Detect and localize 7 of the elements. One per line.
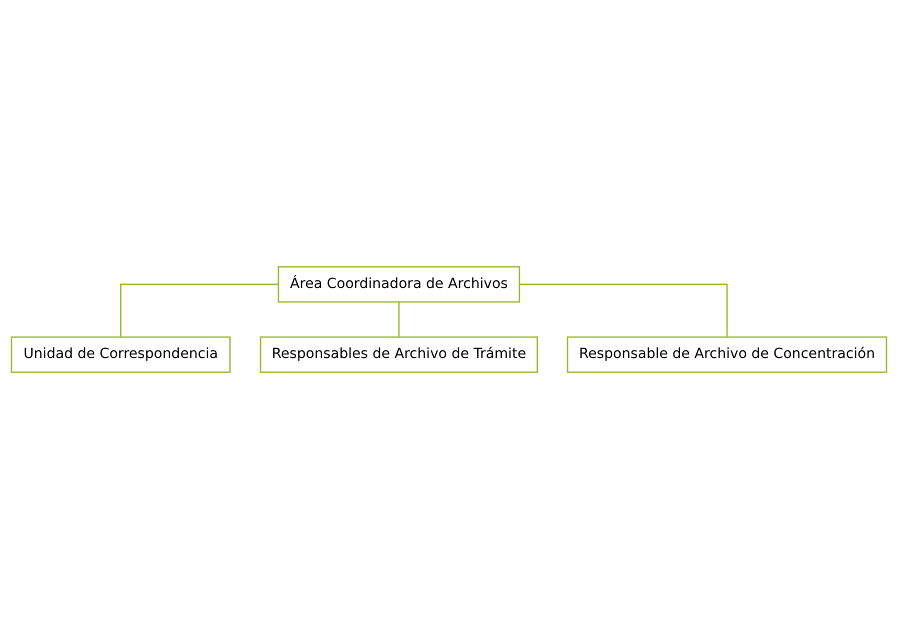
node-box: Área Coordinadora de Archivos (278, 266, 520, 302)
node-box: Unidad de Correspondencia (10, 336, 231, 372)
connector (519, 283, 728, 336)
connector (120, 283, 278, 336)
node-box: Responsable de Archivo de Concentración (566, 336, 888, 372)
connector (398, 302, 400, 336)
node-box: Responsables de Archivo de Trámite (260, 336, 538, 372)
